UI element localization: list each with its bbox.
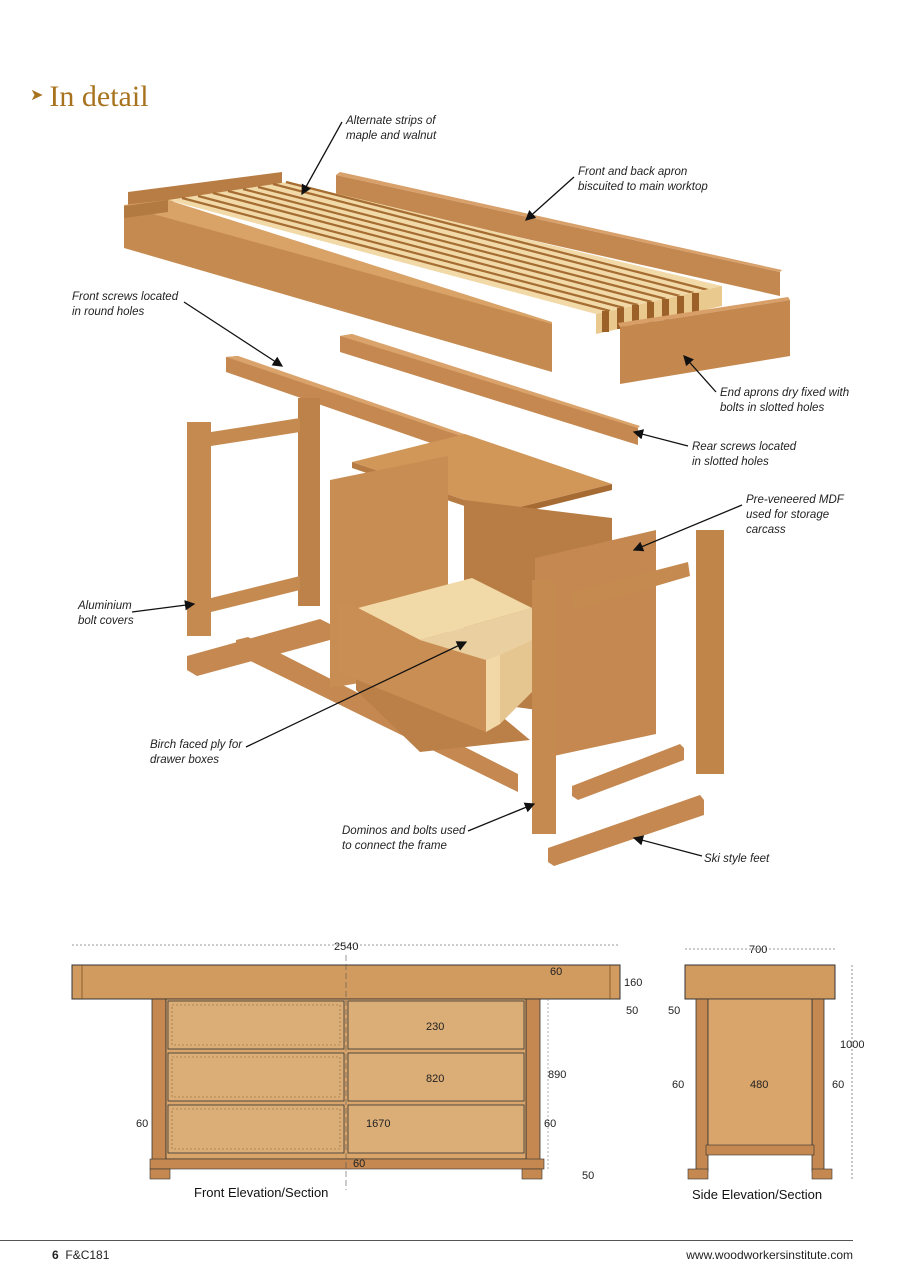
right-leg-frame [532,530,724,834]
right-stretcher [572,744,684,800]
side-dim-width: 700 [749,944,767,956]
side-dim-leg-left: 60 [672,1079,684,1091]
side-dim-inner: 480 [750,1079,768,1091]
callout-feet: Ski style feet [704,853,770,865]
page-title-text: In detail [49,80,149,113]
dim-bottom-rail: 60 [353,1158,365,1170]
side-dim-gap: 50 [668,1005,680,1017]
left-back-apron [128,172,282,208]
callout-leaders [131,121,743,857]
back-apron [336,175,780,296]
side-elevation-caption: Side Elevation/Section [692,1187,823,1202]
dim-leg-right: 60 [544,1118,556,1130]
worktop-assembly [124,172,790,384]
footer-page-info: 6 F&C181 [52,1248,109,1262]
bottom-stretcher [236,637,518,792]
front-elevation-drawing: 2540 60 160 50 230 820 890 60 60 1670 60… [71,941,642,1190]
front-apron [124,206,552,372]
page-number: 6 [52,1248,59,1262]
chevron-right-icon: ➤ [30,87,44,104]
end-apron [620,300,790,384]
dim-drawer-depth: 820 [426,1073,444,1085]
page-title: ➤ In detail [30,80,149,114]
footer-url: www.woodworkersinstitute.com [686,1248,853,1262]
footer-divider [0,1240,853,1241]
side-dim-leg-right: 60 [832,1079,844,1091]
side-elevation-drawing: 700 50 1000 60 480 60 [668,944,864,1180]
dim-inner-width: 1670 [366,1118,390,1130]
front-elevation-caption: Front Elevation/Section [194,1185,329,1200]
dim-height: 890 [548,1069,566,1081]
dim-top-overhang: 60 [550,966,562,978]
walnut-strip-lines [181,180,709,313]
dim-leg-left: 60 [136,1118,148,1130]
dim-drawer-height: 230 [426,1021,444,1033]
dim-length: 2540 [334,941,358,953]
left-leg-frame [187,398,320,636]
dim-top-thickness: 160 [624,977,642,989]
right-foot [548,795,704,866]
issue-label: F&C181 [65,1248,110,1262]
side-dim-height: 1000 [840,1039,864,1051]
dim-foot: 50 [582,1170,594,1182]
rear-rail [340,334,638,445]
dim-top-gap: 50 [626,1005,638,1017]
